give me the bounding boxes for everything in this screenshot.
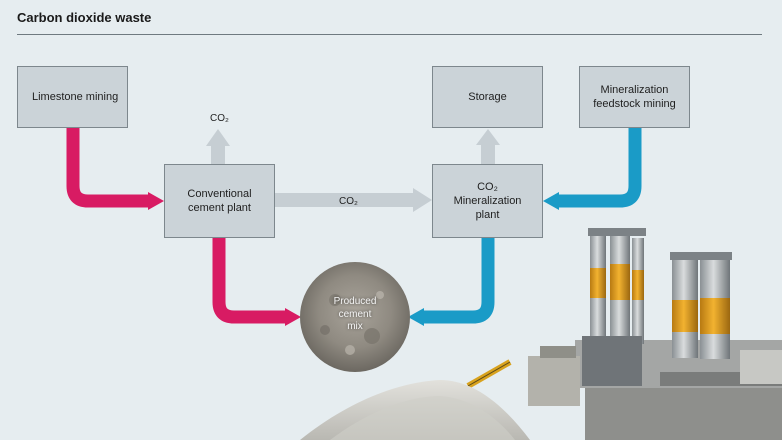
- co2-transfer-label: CO₂: [339, 196, 358, 207]
- title-divider: [17, 34, 762, 35]
- limestone-to-plant-arrow: [66, 128, 164, 210]
- box-storage: Storage: [432, 66, 543, 128]
- box-feedstock-label: Mineralization feedstock mining: [593, 83, 676, 110]
- cement-mix-label: Produced cement mix: [333, 296, 377, 332]
- storage-up-arrow: [476, 129, 500, 165]
- co2-up-arrow: [206, 129, 230, 165]
- box-conventional-cement-plant: Conventional cement plant: [164, 164, 275, 238]
- diagram-title: Carbon dioxide waste: [17, 10, 152, 25]
- box-storage-label: Storage: [468, 90, 507, 103]
- box-co2-mineralization-plant: CO₂ Mineralization plant: [432, 164, 543, 238]
- box-cement-plant-label: Conventional cement plant: [187, 187, 252, 214]
- co2-horizontal-arrow: [275, 188, 432, 212]
- cement-mix-image: [300, 262, 410, 372]
- box-mineralization-feedstock-mining: Mineralization feedstock mining: [579, 66, 690, 128]
- box-mineralization-label: CO₂ Mineralization plant: [453, 180, 522, 222]
- co2-up-label: CO₂: [210, 113, 229, 124]
- plant-to-mix-arrow: [212, 238, 301, 326]
- feedstock-to-mineralization-arrow: [543, 128, 642, 210]
- mineralization-to-mix-arrow: [408, 238, 495, 326]
- box-limestone-mining: Limestone mining: [17, 66, 128, 128]
- factory-illustration: [300, 228, 782, 440]
- box-limestone-mining-label: Limestone mining: [32, 90, 119, 103]
